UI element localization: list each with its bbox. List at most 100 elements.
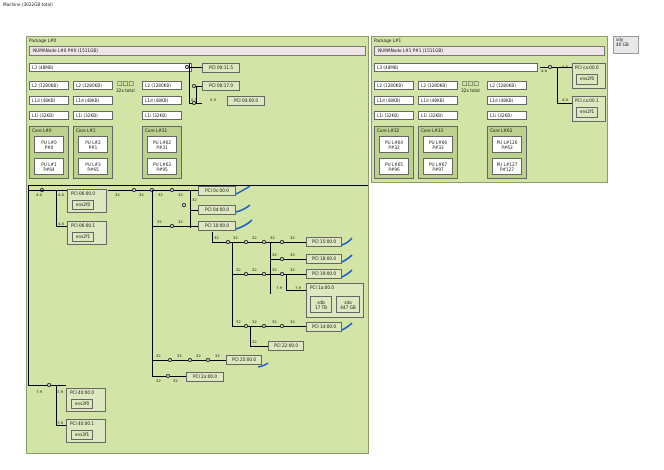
bus-line	[56, 190, 57, 226]
network-interface[interactable]: ens2f1	[72, 232, 94, 242]
bridge-icon	[188, 358, 192, 362]
pci-device[interactable]: PCI 1d:00.0	[306, 322, 342, 332]
network-interface[interactable]: ens2f0	[72, 200, 94, 210]
bridge-icon	[132, 188, 136, 192]
bandwidth-label: 4.0	[541, 68, 548, 73]
annotation-mark	[257, 362, 269, 368]
pu-label: PU L#1	[41, 161, 57, 167]
bandwidth-label: 32	[252, 319, 257, 324]
bandwidth-label: 32	[233, 235, 238, 240]
pci-device[interactable]: PCI 06:00.1 ens2f1	[67, 221, 107, 245]
network-interface[interactable]: ens2f0	[576, 74, 598, 85]
pci-device[interactable]: PCI 18:00.0	[306, 254, 342, 264]
bus-line	[557, 67, 558, 103]
bus-line	[28, 185, 368, 186]
bridge-icon	[244, 272, 248, 276]
side-device-box[interactable]: sdy 40 GB	[613, 36, 639, 54]
pci-device[interactable]: PCI ca:00.1 ens2f1	[572, 96, 606, 122]
bus-line	[286, 290, 306, 291]
pci-device[interactable]: PCI 10:00.0	[198, 221, 236, 231]
pu-physical-id: P#64	[43, 166, 55, 172]
bus-line	[152, 226, 198, 227]
bandwidth-label: 4.0	[58, 192, 65, 197]
bridge-icon	[548, 65, 552, 69]
bandwidth-label: 32	[115, 192, 120, 197]
storage-size: 447 GB	[340, 304, 356, 310]
pu-label: PU L#3	[85, 161, 101, 167]
bus-line	[190, 190, 191, 228]
l1i-cache: L1i (32KB)	[73, 111, 113, 120]
storage-size: 17 TB	[314, 304, 328, 310]
pu-label: PU L#62	[152, 139, 172, 145]
pci-device[interactable]: PCI 0c:00.0	[198, 186, 236, 196]
pci-device[interactable]: PCI 40:00.0 ens3f0	[66, 388, 106, 412]
pci-device[interactable]: PCI 15:00.0	[306, 237, 342, 247]
bridge-icon	[185, 65, 189, 69]
bus-line	[189, 67, 202, 68]
pci-device[interactable]: PCI 06:00.0 ens2f0	[67, 189, 107, 213]
pci-label: PCI 40:00.1	[70, 421, 95, 426]
l1d-cache: L1d (48KB)	[374, 96, 414, 105]
pci-device[interactable]: PCI ca:00.0 ens2f0	[572, 63, 606, 89]
pci-device[interactable]: PCI 25:00.0	[226, 355, 262, 365]
bridge-icon	[280, 257, 284, 261]
pci-label: PCI 40:00.0	[70, 390, 95, 395]
bandwidth-label: 32	[196, 353, 201, 358]
collapsed-cores-icon[interactable]: □□□	[462, 80, 480, 87]
pu-physical-id: P#65	[87, 166, 99, 172]
core-label: Core L#32	[377, 128, 400, 133]
network-interface[interactable]: ens2f1	[576, 107, 598, 118]
pci-device[interactable]: PCI 22:00.0	[268, 341, 304, 351]
storage-name: sda	[344, 299, 352, 305]
bandwidth-label: 32	[270, 235, 275, 240]
bridge-icon	[244, 324, 248, 328]
l2-cache: L2 (1280KB)	[142, 81, 182, 90]
pu-label: PU L#2	[85, 139, 101, 145]
network-interface[interactable]: ens3f1	[71, 430, 93, 440]
pci-device[interactable]: PCI 0d:00.0	[198, 205, 236, 215]
pci-label: PCI 1a:00.0	[310, 285, 334, 290]
side-device-size: 40 GB	[616, 42, 629, 48]
bridge-icon	[280, 272, 284, 276]
bridge-icon	[262, 240, 266, 244]
bridge-icon	[47, 383, 51, 387]
bridge-icon	[192, 101, 196, 105]
bandwidth-label: 0.5	[191, 97, 198, 102]
l2-cache: L2 (1280KB)	[73, 81, 113, 90]
annotation-mark	[235, 204, 251, 213]
bus-line	[232, 242, 233, 326]
bus-line	[540, 67, 572, 68]
pci-device[interactable]: PCI 40:00.1 ens3f1	[66, 419, 106, 443]
pci-device[interactable]: PCI 19:00.0	[306, 269, 342, 279]
pci-device[interactable]: PCI 2a:00.0	[186, 372, 224, 382]
bandwidth-label: 32	[272, 267, 277, 272]
bus-line	[232, 326, 306, 327]
pci-device[interactable]: PCI 00:17.0	[202, 81, 240, 91]
pci-device[interactable]: PCI 04:00.0	[227, 96, 265, 106]
pci-device[interactable]: PCI 00:11.5	[202, 63, 240, 73]
collapsed-cores-icon[interactable]: □□□	[117, 80, 135, 87]
bandwidth-label: 32	[252, 267, 257, 272]
pu-label: PU L#127	[496, 161, 518, 167]
bus-line	[190, 210, 198, 211]
l2-cache: L2 (1280KB)	[29, 81, 69, 90]
machine-title: Machine (3022GB total)	[3, 2, 53, 7]
l1i-cache: L1i (32KB)	[29, 111, 69, 120]
network-interface[interactable]: ens3f0	[71, 399, 93, 409]
bandwidth-label: 7.9	[295, 285, 302, 290]
bus-line	[196, 86, 202, 87]
bandwidth-label: 7.9	[276, 285, 283, 290]
bus-line	[557, 103, 572, 104]
l2-cache: L2 (1280KB)	[487, 81, 527, 90]
